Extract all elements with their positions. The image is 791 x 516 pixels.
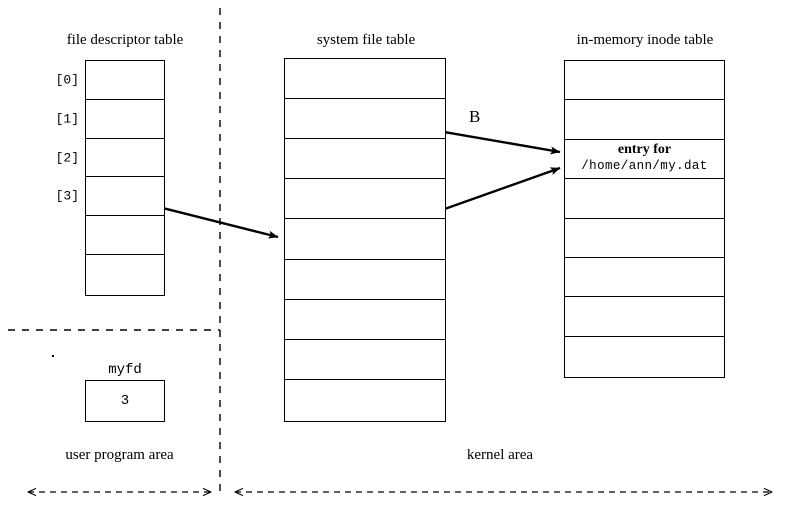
arrow-label-b: B	[469, 107, 481, 126]
inode-table-row	[565, 258, 724, 298]
header-file-descriptor-table: file descriptor table	[66, 32, 184, 48]
sft-table-row	[285, 219, 445, 260]
sft-table-row	[285, 59, 445, 100]
fd-index-label: [0]	[55, 72, 79, 88]
fd-index-label: [2]	[55, 150, 79, 166]
sft-table-row	[285, 139, 445, 180]
system-file-table	[284, 58, 446, 422]
inode-table-row	[565, 219, 724, 258]
fd-index-label: [3]	[55, 188, 79, 204]
sft-table-row	[285, 380, 445, 420]
fd-table-row	[86, 255, 164, 294]
header-system-file-table: system file table	[316, 32, 416, 48]
fd-table-row: [2]	[56, 139, 164, 178]
fd-index-label: [1]	[55, 111, 79, 127]
inode-table-row	[565, 100, 724, 140]
inode-table-row	[565, 61, 724, 101]
fd-table-row: [3]	[56, 177, 164, 217]
inode-entry-title: entry for	[617, 141, 672, 157]
inode-table-row	[565, 337, 724, 376]
label-kernel-area: kernel area	[466, 447, 534, 463]
in-memory-inode-table: entry for/home/ann/my.dat	[564, 60, 725, 378]
inode-entry-row: entry for/home/ann/my.dat	[565, 140, 724, 180]
inode-entry-path: /home/ann/my.dat	[581, 158, 708, 173]
fd-table-row: [0]	[56, 61, 164, 100]
sft-table-row	[285, 99, 445, 140]
fd-table-row: [1]	[56, 100, 164, 139]
variable-value: 3	[120, 393, 130, 409]
inode-table-row	[565, 179, 724, 219]
variable-value-box: 3	[85, 380, 165, 422]
file-descriptor-table: [0] [1] [2] [3]	[56, 60, 165, 296]
sft-table-row	[285, 179, 445, 220]
sft-table-row	[285, 300, 445, 340]
sft-table-row	[285, 260, 445, 300]
sft-table-row	[285, 340, 445, 380]
header-in-memory-inode-table: in-memory inode table	[576, 32, 714, 48]
inode-table-row	[565, 297, 724, 337]
label-user-program-area: user program area	[65, 447, 174, 463]
variable-name-label: myfd	[108, 362, 142, 378]
stray-dot	[52, 355, 54, 357]
fd-table-row	[86, 216, 164, 256]
